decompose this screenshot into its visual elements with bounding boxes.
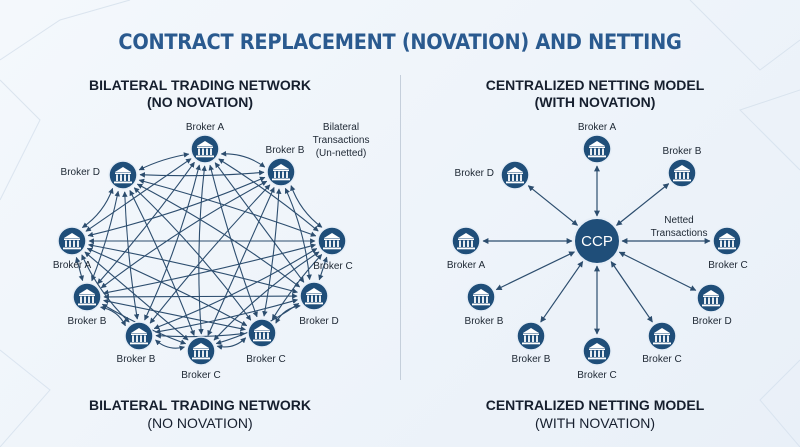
right-node-label: Broker C [577, 370, 616, 381]
right-node-label: Broker D [455, 168, 494, 179]
bank-building-icon [186, 336, 216, 366]
bilateral-annotation: Bilateral [323, 122, 359, 133]
bank-building-icon [451, 226, 481, 256]
left-footer: BILATERAL TRADING NETWORK (NO NOVATION) [60, 396, 340, 432]
bank-building-icon [500, 160, 530, 190]
bilateral-connections [75, 150, 328, 351]
bank-building-icon [124, 321, 154, 351]
bank-building-icon [57, 226, 87, 256]
left-node-label: Broker A [186, 122, 225, 133]
bank-building-icon [108, 160, 138, 190]
right-node-label: Broker A [578, 122, 617, 133]
left-panel-title: BILATERAL TRADING NETWORK (NO NOVATION) [60, 77, 340, 111]
left-node-label: Broker C [181, 370, 220, 381]
right-title-line2: (WITH NOVATION) [534, 94, 656, 110]
left-footer-line1: BILATERAL TRADING NETWORK [89, 397, 311, 413]
right-footer-line1: CENTRALIZED NETTING MODEL [485, 397, 705, 413]
bank-building-icon [299, 281, 329, 311]
bank-building-icon [582, 134, 612, 164]
netted-arrow [610, 261, 653, 323]
left-node-label: Broker D [299, 316, 338, 327]
bilateral-annotation: (Un-netted) [316, 148, 367, 159]
left-node-label: Broker C [313, 261, 352, 272]
left-title-line1: BILATERAL TRADING NETWORK [89, 77, 311, 93]
right-node-label: Broker B [663, 146, 702, 157]
ccp-label: CCP [581, 233, 613, 250]
left-node-label: Broker B [68, 316, 107, 327]
bilateral-arrow [91, 190, 120, 282]
right-footer: CENTRALIZED NETTING MODEL (WITH NOVATION… [450, 396, 740, 432]
right-footer-line2: (WITH NOVATION) [534, 415, 656, 431]
bilateral-arrow [75, 256, 84, 282]
left-footer-line2: (NO NOVATION) [147, 415, 253, 431]
bilateral-arrow [81, 187, 114, 229]
right-node-label: Broker A [447, 260, 486, 271]
bilateral-arrow [138, 152, 190, 171]
right-node-label: Broker C [642, 354, 681, 365]
netted-arrow [527, 185, 578, 226]
panel-divider [400, 75, 401, 380]
netted-annotation: Netted [664, 215, 693, 226]
bank-building-icon [190, 134, 220, 164]
left-node-label: Broker B [266, 145, 305, 156]
netted-arrow [495, 251, 576, 291]
bank-building-icon [317, 226, 347, 256]
right-node-label: Broker B [465, 316, 504, 327]
left-node-label: Broker D [61, 167, 100, 178]
netted-arrow [540, 261, 584, 323]
netted-arrow [616, 183, 670, 226]
bank-building-icon [647, 321, 677, 351]
left-node-label: Broker B [117, 354, 156, 365]
bank-building-icon [466, 282, 496, 312]
netted-connections [482, 165, 711, 335]
bank-building-icon [712, 226, 742, 256]
bilateral-arrow [139, 169, 265, 178]
bilateral-arrow [122, 191, 140, 320]
bank-building-icon [247, 318, 277, 348]
ccp-hub: CCP [573, 217, 621, 265]
netted-annotation: Transactions [651, 228, 708, 239]
bank-building-icon [516, 321, 546, 351]
left-node-label: Broker C [246, 354, 285, 365]
netted-arrow [618, 251, 697, 291]
bank-building-icon [696, 283, 726, 313]
bank-building-icon [582, 336, 612, 366]
right-panel-title: CENTRALIZED NETTING MODEL (WITH NOVATION… [450, 77, 740, 111]
bank-building-icon [266, 157, 296, 187]
bilateral-annotation: Transactions [313, 135, 370, 146]
bilateral-arrow [216, 337, 247, 350]
right-node-label: Broker D [692, 316, 731, 327]
left-title-line2: (NO NOVATION) [146, 94, 254, 110]
page-title: CONTRACT REPLACEMENT (NOVATION) AND NETT… [118, 30, 682, 54]
right-title-line1: CENTRALIZED NETTING MODEL [485, 77, 705, 93]
bank-building-icon [72, 282, 102, 312]
left-node-label: Broker A [53, 260, 92, 271]
right-node-label: Broker B [512, 354, 551, 365]
bank-building-icon [667, 158, 697, 188]
right-node-label: Broker C [708, 260, 747, 271]
